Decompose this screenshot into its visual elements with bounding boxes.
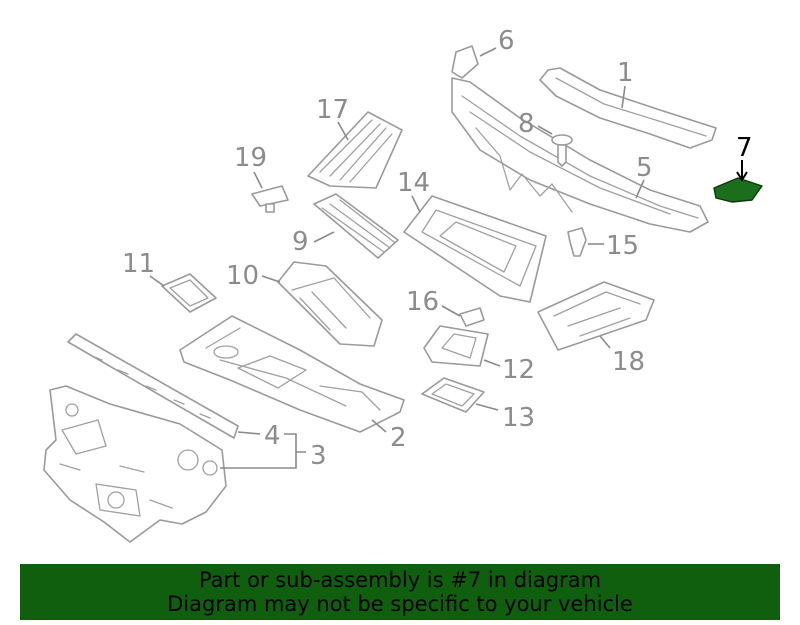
part-4-rail[interactable] (67, 333, 239, 439)
leader-16 (441, 305, 461, 317)
part-19-clip[interactable] (251, 185, 289, 213)
callout-7: 7 (736, 133, 753, 163)
callout-19: 19 (234, 143, 267, 173)
leader-7-arrow (736, 171, 748, 182)
callout-18: 18 (612, 347, 645, 377)
callout-1: 1 (617, 58, 634, 88)
part-13-cover[interactable] (421, 377, 485, 413)
banner-line-1: Part or sub-assembly is #7 in diagram (198, 568, 602, 592)
callout-11: 11 (122, 249, 155, 279)
leader-4 (237, 431, 261, 435)
part-16-clip[interactable] (459, 307, 485, 327)
part-3-bulkhead[interactable] (43, 385, 227, 543)
leader-1 (621, 85, 626, 109)
callout-5: 5 (636, 153, 653, 183)
part-17-filter-housing[interactable] (307, 111, 403, 189)
leader-10 (261, 275, 281, 283)
callout-15: 15 (606, 231, 639, 261)
leader-11 (149, 275, 165, 287)
leader-13 (475, 403, 499, 411)
leader-9 (313, 231, 335, 243)
callout-9: 9 (292, 227, 309, 257)
part-6-bracket[interactable] (451, 45, 479, 79)
leader-5 (635, 179, 645, 199)
part-5-cowl-grille[interactable] (451, 77, 709, 233)
leader-17 (337, 121, 349, 141)
part-9-cabin-filter[interactable] (313, 193, 399, 259)
part-15-fastener[interactable] (567, 227, 587, 257)
callout-8: 8 (518, 109, 535, 139)
callout-10: 10 (226, 261, 259, 291)
part-8-clip[interactable] (551, 134, 573, 167)
part-11-cover[interactable] (161, 273, 217, 313)
part-1-cowl-panel[interactable] (539, 67, 717, 149)
callout-16: 16 (406, 287, 439, 317)
callout-14: 14 (397, 168, 430, 198)
leader-6 (479, 47, 497, 57)
callout-6: 6 (498, 26, 515, 56)
leader-2 (371, 419, 387, 433)
leader-18 (599, 335, 611, 349)
leader-19 (253, 171, 263, 189)
callout-2: 2 (390, 423, 407, 453)
leader-14 (411, 195, 421, 213)
callout-13: 13 (502, 403, 535, 433)
leader-12 (483, 359, 501, 367)
part-12-module[interactable] (423, 325, 489, 367)
part-18-trim[interactable] (537, 281, 655, 351)
part-10-housing[interactable] (277, 261, 383, 347)
callout-4: 4 (264, 421, 281, 451)
leader-3-bracket (220, 433, 306, 469)
callout-3: 3 (310, 441, 327, 471)
part-14-panel[interactable] (403, 195, 547, 303)
part-2-tray[interactable] (179, 315, 405, 433)
callout-17: 17 (316, 95, 349, 125)
part-7-cover-highlighted[interactable] (713, 177, 763, 203)
info-banner: Part or sub-assembly is #7 in diagram Di… (20, 564, 780, 620)
parts-diagram: 1 5 6 8 7 17 19 9 (43, 26, 763, 543)
banner-line-2: Diagram may not be specific to your vehi… (167, 592, 633, 616)
leader-8 (537, 125, 553, 135)
callout-12: 12 (502, 355, 535, 385)
